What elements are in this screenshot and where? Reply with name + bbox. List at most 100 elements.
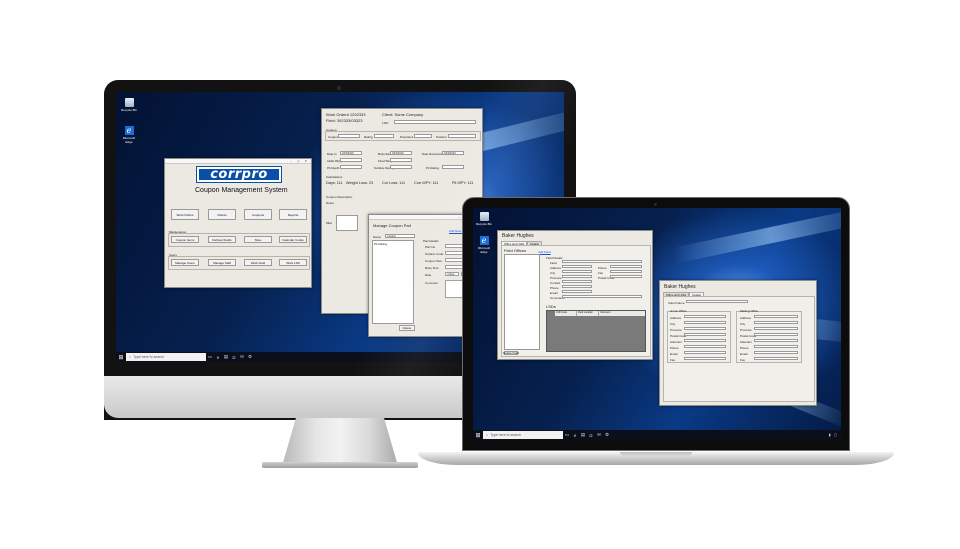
field-input[interactable]: [562, 260, 642, 263]
reports-button[interactable]: Reports: [279, 209, 307, 220]
date-received-field[interactable]: 4/15/2019: [442, 151, 464, 155]
part-list[interactable]: Pit Rating: [372, 240, 414, 324]
phone-input[interactable]: [610, 265, 642, 268]
tab-details[interactable]: Details: [689, 292, 704, 297]
mail-attention-input[interactable]: [754, 339, 798, 342]
surface-rating-label: Surface Rating: [374, 166, 394, 170]
windows-start-icon[interactable]: ⊞: [118, 354, 124, 361]
postal-code-input[interactable]: [610, 275, 642, 278]
date-in-label: Date In: [327, 152, 337, 156]
settings-icon[interactable]: ⚙: [247, 354, 253, 359]
manage-users-button[interactable]: Manage Users: [171, 259, 199, 266]
work-lsd-button[interactable]: Work LSD: [279, 259, 307, 266]
pit-rating-label: Pit Rating: [426, 166, 440, 170]
mail-city-input[interactable]: [754, 321, 798, 324]
phone-input-2[interactable]: [562, 285, 592, 288]
home-province-input[interactable]: [684, 327, 726, 330]
home-email-input[interactable]: [684, 351, 726, 354]
delete-field-button[interactable]: Delete Field: [503, 351, 520, 355]
add-field-link[interactable]: Add Field: [538, 250, 551, 254]
recycle-bin-icon[interactable]: Recycle Bin: [476, 212, 492, 226]
city-input[interactable]: [562, 270, 592, 273]
file-explorer-icon[interactable]: ▤: [580, 432, 586, 437]
recycle-bin-icon[interactable]: Recycle Bin: [121, 98, 137, 112]
notification-icon[interactable]: ▢: [833, 433, 837, 437]
windows-start-icon[interactable]: ⊞: [475, 432, 481, 439]
lsd-table[interactable]: LSD Code Field Location Comment: [546, 310, 646, 352]
mail-address-input[interactable]: [754, 315, 798, 318]
edge-taskbar-icon[interactable]: e: [216, 354, 220, 360]
coupon-items-button[interactable]: Coupon Items: [171, 236, 199, 243]
task-view-icon[interactable]: ▭: [207, 354, 213, 359]
fax-input[interactable]: [610, 270, 642, 273]
name-select[interactable]: Coupon: [385, 234, 415, 238]
coupon-field[interactable]: [338, 134, 360, 138]
sites-button[interactable]: Sites: [244, 236, 272, 243]
window-title-bar[interactable]: – ▢ ✕: [165, 159, 311, 164]
home-attention-input[interactable]: [684, 339, 726, 342]
edge-taskbar-icon[interactable]: e: [573, 432, 577, 438]
store-icon[interactable]: ◘: [589, 432, 593, 438]
lsd-select[interactable]: [394, 120, 476, 124]
manage-staff-button[interactable]: Manage Staff: [208, 259, 236, 266]
date-in-field[interactable]: 4/15/2019: [340, 151, 362, 155]
add-new-part-link[interactable]: Add New Part: [449, 229, 468, 233]
contact-input[interactable]: [562, 280, 592, 283]
home-address-input[interactable]: [684, 315, 726, 318]
mail-icon[interactable]: ✉: [240, 354, 244, 359]
mail-email-input[interactable]: [754, 351, 798, 354]
rate-select[interactable]: Yellow: [445, 272, 459, 276]
file-explorer-icon[interactable]: ▤: [223, 354, 229, 359]
directions-field[interactable]: [414, 134, 432, 138]
details-panel: [663, 296, 815, 402]
body-est-field[interactable]: 4/15/2019: [390, 151, 412, 155]
clients-button[interactable]: Clients: [208, 209, 236, 220]
mail-phone-input[interactable]: [754, 345, 798, 348]
home-fax-input[interactable]: [684, 357, 726, 360]
tab-office-and-lsds[interactable]: Office and LSDs: [501, 241, 528, 246]
province-input[interactable]: [562, 275, 592, 278]
calendar-codes-button[interactable]: Calendar Codes: [279, 236, 307, 243]
tab-office-and-lsds[interactable]: Office and LSDs: [663, 292, 690, 297]
pit-rating-field[interactable]: [442, 165, 464, 169]
tab-details[interactable]: Details: [527, 241, 542, 246]
task-view-icon[interactable]: ▭: [564, 432, 570, 437]
pit-depth-field[interactable]: [340, 165, 362, 169]
rating-field[interactable]: [374, 134, 394, 138]
field-office-list[interactable]: [504, 254, 540, 350]
work-orders-button[interactable]: Work Orders: [171, 209, 199, 220]
mail-fax-input[interactable]: [754, 357, 798, 360]
mail-postal-code-input[interactable]: [754, 333, 798, 336]
address-label: Address: [550, 266, 562, 270]
taskbar-search-input[interactable]: ○Type here to search: [126, 353, 206, 361]
home-city-input[interactable]: [684, 321, 726, 324]
mail-province-input[interactable]: [754, 327, 798, 330]
position-field[interactable]: [448, 134, 476, 138]
lsd-col-header-location[interactable]: Field Location: [577, 311, 599, 316]
email-input[interactable]: [562, 290, 592, 293]
taskbar-search-input[interactable]: ○Type here to search: [483, 431, 563, 439]
final-weight-field[interactable]: [390, 158, 412, 162]
home-postal-code-input[interactable]: [684, 333, 726, 336]
settings-icon[interactable]: ⚙: [604, 432, 610, 437]
delete-part-button[interactable]: Delete: [399, 325, 415, 331]
window-controls-icon[interactable]: – ▢ ✕: [290, 159, 309, 163]
misc-textarea[interactable]: [336, 215, 358, 231]
initial-weight-field[interactable]: [340, 158, 362, 162]
lsd-col-header-code[interactable]: LSD Code: [555, 311, 577, 316]
comments-input[interactable]: [562, 295, 642, 298]
store-icon[interactable]: ◘: [232, 354, 236, 360]
surface-rating-field[interactable]: [390, 165, 412, 169]
coupons-button[interactable]: Coupons: [244, 209, 272, 220]
work-field-button[interactable]: Work Field: [244, 259, 272, 266]
mail-icon[interactable]: ✉: [597, 432, 601, 437]
defined-fields-button[interactable]: Defined Fields: [208, 236, 236, 243]
list-item[interactable]: Pit Rating: [374, 242, 388, 246]
lsd-col-header-comment[interactable]: Comment: [600, 311, 611, 314]
address-input[interactable]: [562, 265, 592, 268]
network-icon[interactable]: ▮: [828, 433, 831, 437]
client-name-input[interactable]: [686, 300, 748, 303]
home-phone-input[interactable]: [684, 345, 726, 348]
